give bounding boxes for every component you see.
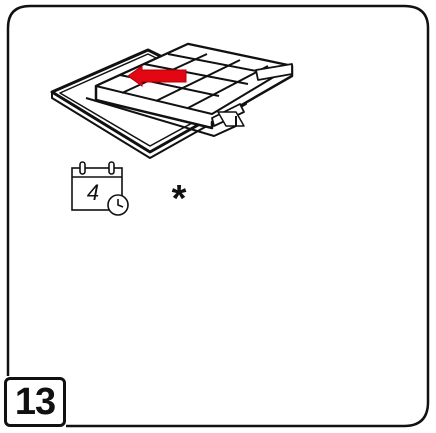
step-number-box: 13: [4, 377, 66, 427]
asterisk-symbol: *: [164, 180, 194, 218]
step-number: 13: [15, 383, 55, 421]
interval-value: 4: [82, 182, 104, 204]
